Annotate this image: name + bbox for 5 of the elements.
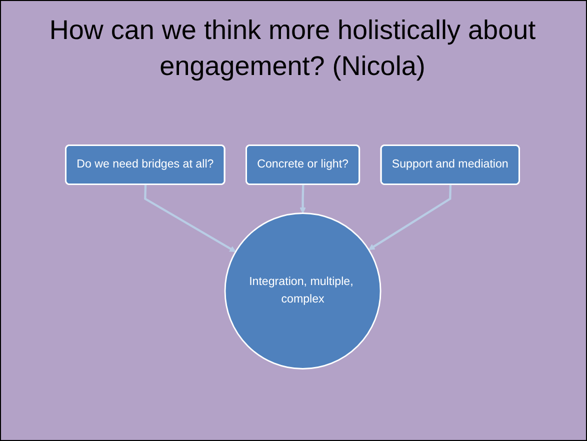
- arrow: [368, 184, 452, 250]
- arrow: [144, 184, 236, 252]
- title: How can we think more holistically about engagement? (Nicola): [48, 14, 537, 83]
- node-circle: Integration, multiple, complex: [224, 212, 382, 370]
- arrow: [300, 184, 306, 214]
